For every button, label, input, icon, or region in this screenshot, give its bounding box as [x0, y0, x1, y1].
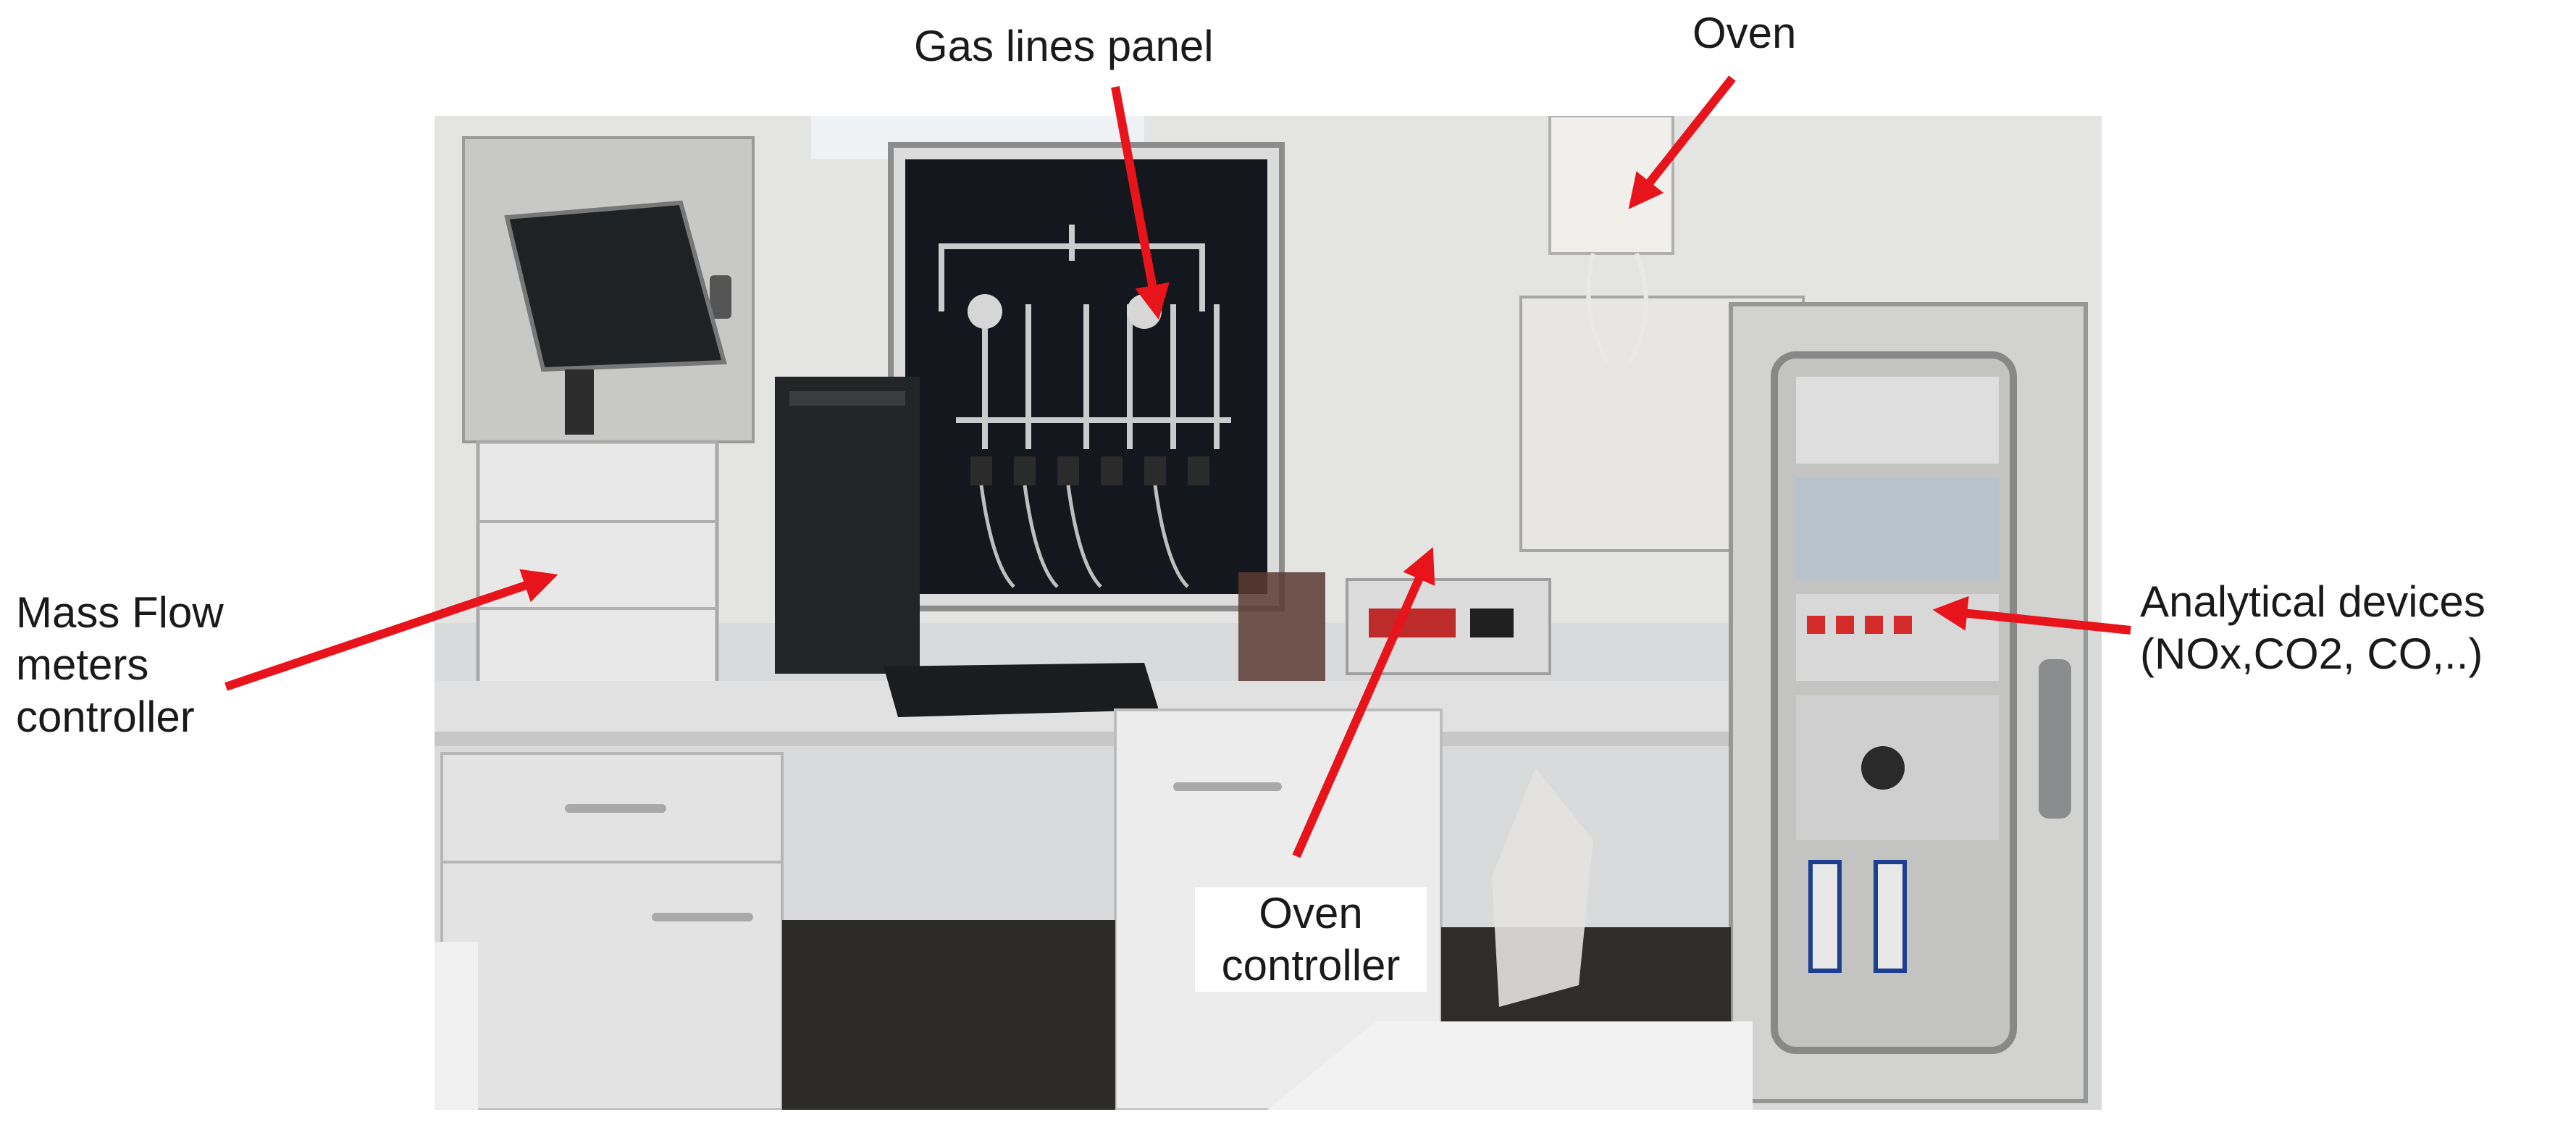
label-mass-flow-controller: Mass Flow meters controller: [16, 587, 224, 743]
label-mass-flow-line-3: controller: [16, 693, 195, 741]
mass-flow-controller-box: [476, 440, 719, 698]
label-mass-flow-line-1: Mass Flow: [16, 588, 224, 637]
label-analytical-devices-line-1: Analytical devices: [2140, 577, 2485, 626]
label-oven: Oven: [1692, 9, 1797, 57]
arrow-analytical-devices: [1932, 595, 2131, 635]
label-mass-flow-line-2: meters: [16, 640, 149, 689]
label-oven-controller-line-2: controller: [1221, 941, 1401, 990]
label-oven-controller-line-1: Oven: [1259, 889, 1363, 937]
monitor: [504, 200, 727, 372]
arrow-oven-controller: [1292, 547, 1435, 858]
arrow-oven: [1628, 75, 1736, 209]
pc-tower: [775, 377, 920, 674]
label-oven-controller: Oven controller: [1195, 887, 1427, 992]
label-analytical-devices-line-2: (NOx,CO2, CO,..): [2140, 630, 2483, 678]
arrow-mass-flow: [225, 569, 558, 691]
keyboard: [884, 663, 1159, 717]
label-gas-lines-panel: Gas lines panel: [914, 22, 1214, 70]
arrow-gas-lines-panel: [1111, 85, 1170, 320]
lab-photo: [435, 116, 2102, 1110]
label-analytical-devices: Analytical devices (NOx,CO2, CO,..): [2140, 576, 2485, 680]
